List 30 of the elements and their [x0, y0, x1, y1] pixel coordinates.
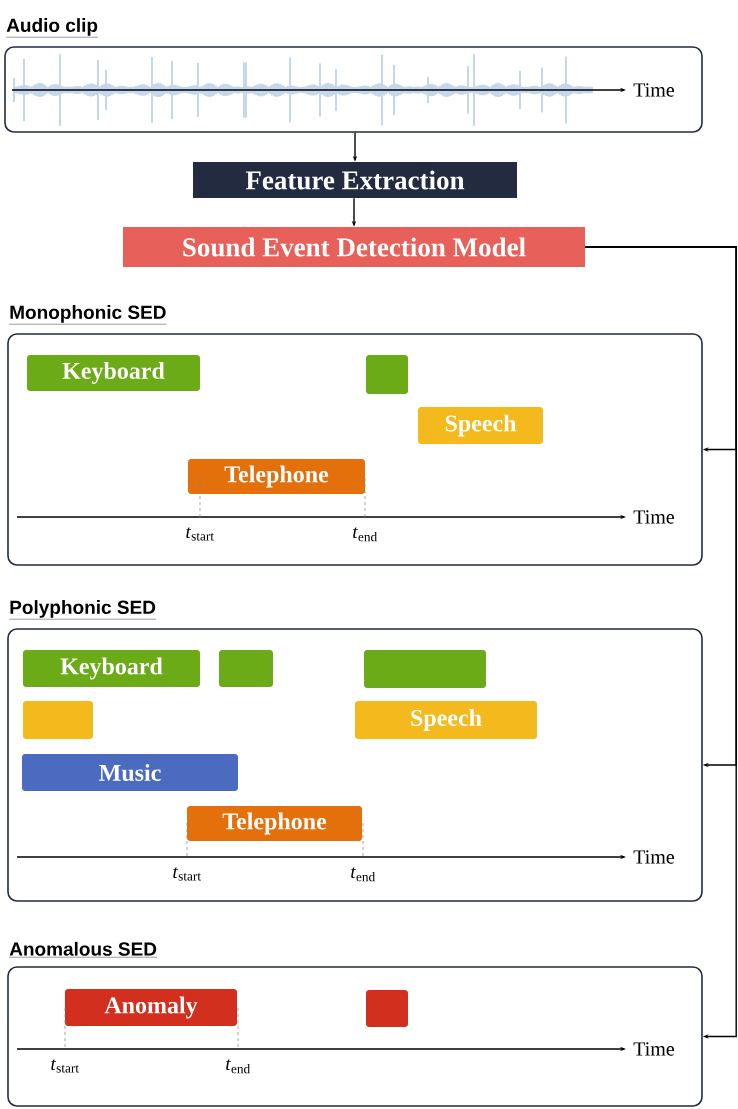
time-marker-label: t$_{end}$ [226, 1059, 250, 1074]
event-block [364, 650, 486, 688]
event-block [366, 355, 408, 394]
section-heading: Polyphonic SED [9, 600, 157, 620]
process-box: Sound Event Detection Model [123, 227, 585, 267]
event-bar: Anomaly [65, 989, 237, 1026]
arrow [584, 246, 737, 1039]
event-bar: Keyboard [23, 650, 200, 687]
event-bar: Keyboard [27, 355, 200, 391]
time-marker-label: t$_{start}$ [51, 1059, 79, 1073]
section-heading: Monophonic SED [9, 305, 167, 325]
event-bar: Telephone [187, 806, 362, 841]
event-bar: Telephone [188, 459, 365, 494]
event-bar: Speech [355, 701, 537, 739]
event-block [219, 650, 273, 687]
event-bar: Speech [418, 407, 543, 444]
event-block [23, 701, 93, 739]
axis-label: Time [633, 850, 674, 864]
section-heading: Audio clip [6, 18, 99, 38]
section-heading: Anomalous SED [9, 941, 158, 958]
process-box: Feature Extraction [193, 162, 517, 198]
time-marker-label: t$_{start}$ [186, 527, 214, 541]
time-marker-label: t$_{end}$ [351, 867, 375, 882]
time-marker-label: t$_{end}$ [353, 527, 377, 542]
event-bar: Music [22, 754, 238, 791]
time-marker-label: t$_{start}$ [173, 867, 201, 881]
event-block [366, 990, 408, 1027]
axis-label: Time [633, 510, 674, 524]
axis-label: Time [633, 83, 674, 97]
axis-label: Time [633, 1042, 674, 1056]
